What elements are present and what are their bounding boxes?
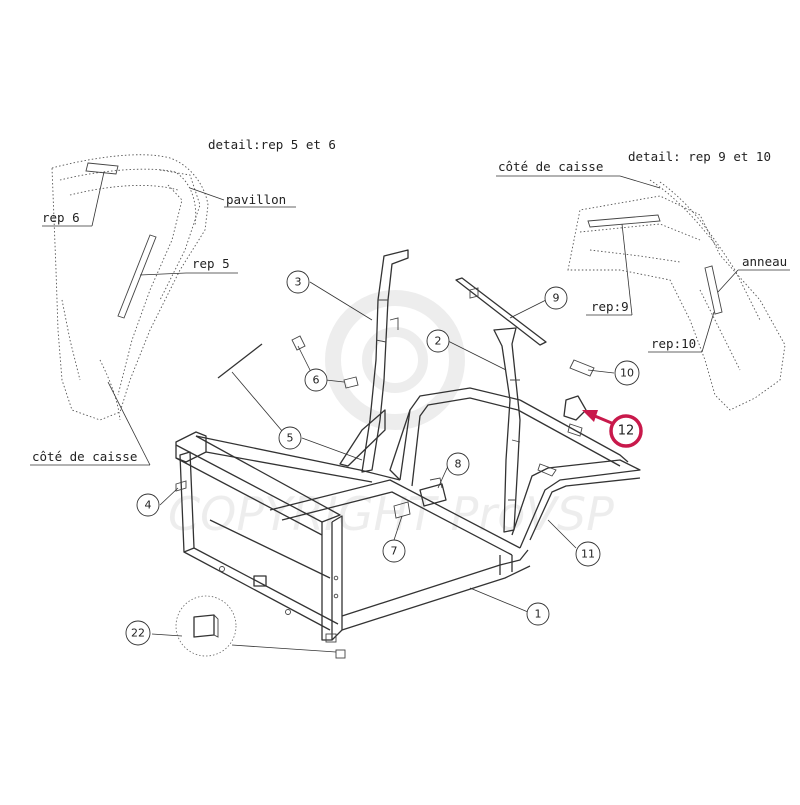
detail-rep-9-10-title: detail: rep 9 et 10 <box>628 149 771 164</box>
part-12-bracket <box>537 395 587 477</box>
label-rep9: rep:9 <box>591 299 629 314</box>
leader-lines <box>151 281 615 653</box>
svg-text:4: 4 <box>145 499 152 512</box>
part-4-bolt <box>175 480 187 492</box>
label-rep6: rep 6 <box>42 210 80 225</box>
svg-text:3: 3 <box>295 276 302 289</box>
svg-text:1: 1 <box>535 608 542 621</box>
label-pavillon: pavillon <box>226 192 286 207</box>
watermark: COPYRIGHT ProVSP <box>168 290 614 541</box>
svg-text:10: 10 <box>620 367 634 380</box>
part-22-zoom <box>175 595 237 657</box>
part-9-strip <box>455 277 547 346</box>
callout-11[interactable]: 11 <box>575 541 601 567</box>
svg-text:12: 12 <box>618 424 635 439</box>
part-3-pillar <box>339 249 409 473</box>
svg-text:22: 22 <box>131 627 145 640</box>
part-7-bracket <box>393 501 411 519</box>
part-5-rod <box>217 343 263 379</box>
detail-rep-5-6-title: detail:rep 5 et 6 <box>208 137 336 152</box>
callout-3[interactable]: 3 <box>286 270 310 294</box>
highlight-arrow <box>582 410 615 426</box>
svg-text:7: 7 <box>391 545 398 558</box>
callout-9[interactable]: 9 <box>544 286 568 310</box>
svg-text:11: 11 <box>581 548 595 561</box>
svg-text:8: 8 <box>455 458 462 471</box>
callout-8[interactable]: 8 <box>446 452 470 476</box>
callout-6[interactable]: 6 <box>304 368 328 392</box>
callout-2[interactable]: 2 <box>426 329 450 353</box>
label-rep10: rep:10 <box>651 336 696 351</box>
part-10-plate <box>569 359 595 377</box>
label-rep5: rep 5 <box>192 256 230 271</box>
callout-22[interactable]: 22 <box>125 620 151 646</box>
svg-text:5: 5 <box>287 432 294 445</box>
label-cote-caisse-left: côté de caisse <box>32 449 137 464</box>
callout-1[interactable]: 1 <box>526 602 550 626</box>
callout-4[interactable]: 4 <box>136 493 160 517</box>
svg-text:6: 6 <box>313 374 320 387</box>
detail-rep-9-10: detail: rep 9 et 10 côté de caisse annea… <box>496 149 790 411</box>
callout-10[interactable]: 10 <box>614 360 640 386</box>
main-frame <box>175 387 641 659</box>
callout-12[interactable]: 12 <box>609 414 643 448</box>
label-cote-caisse-right: côté de caisse <box>498 159 603 174</box>
svg-text:2: 2 <box>435 335 442 348</box>
part-2-pillar <box>493 327 521 533</box>
callout-5[interactable]: 5 <box>278 426 302 450</box>
svg-text:9: 9 <box>553 292 560 305</box>
part-6-clips <box>291 335 359 389</box>
detail-rep-5-6: detail:rep 5 et 6 pavillon rep 6 rep 5 c… <box>30 137 336 466</box>
label-anneau: anneau <box>742 254 787 269</box>
callout-7[interactable]: 7 <box>382 539 406 563</box>
watermark-text: COPYRIGHT ProVSP <box>168 487 614 541</box>
part-8-bracket <box>419 477 447 507</box>
